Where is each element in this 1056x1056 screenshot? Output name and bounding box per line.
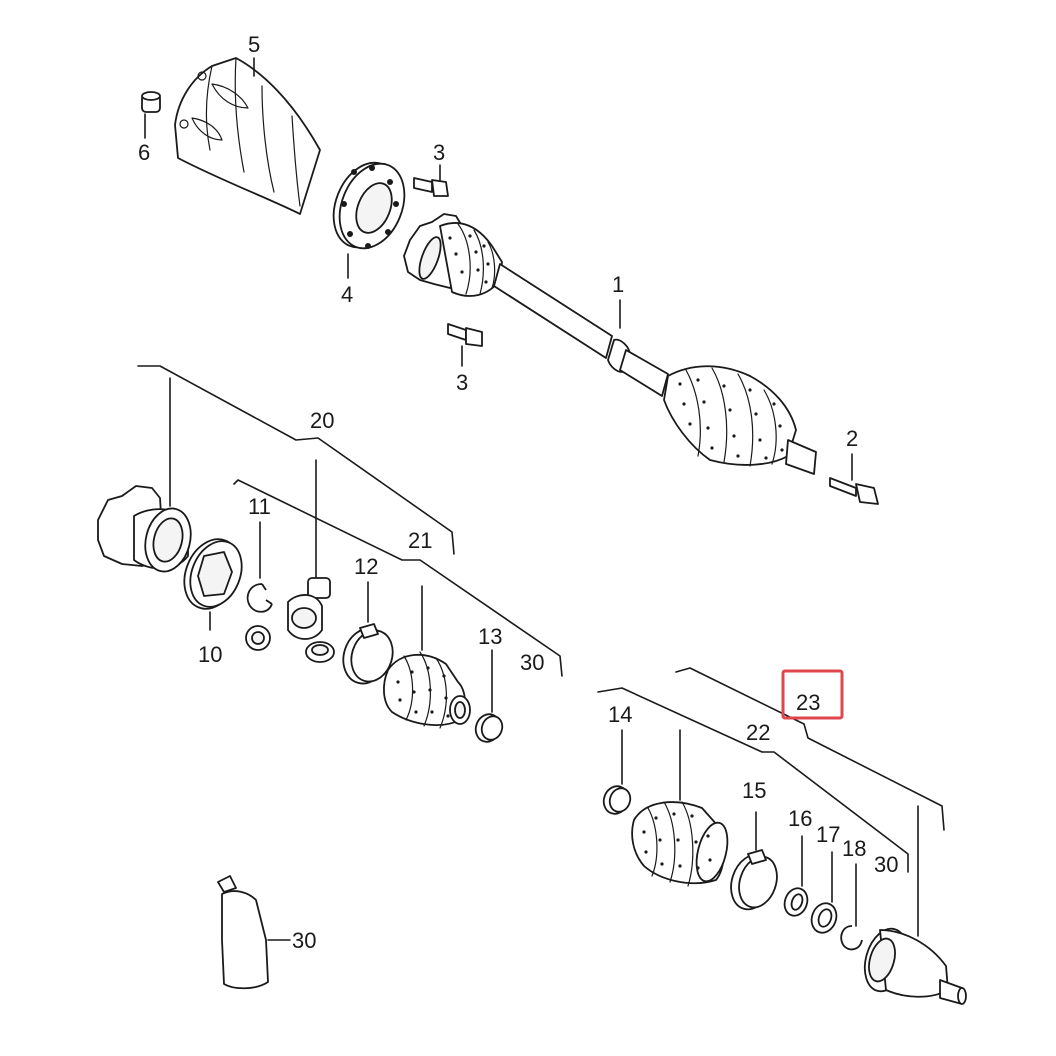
label-11: 11 <box>248 494 271 519</box>
label-6: 6 <box>138 140 150 165</box>
plug-part-6[interactable] <box>141 91 161 139</box>
hose-clamp-part-12[interactable] <box>336 623 399 690</box>
label-23: 23 <box>796 690 820 715</box>
label-14: 14 <box>608 702 632 727</box>
label-20: 20 <box>310 408 334 433</box>
label-2: 2 <box>846 426 858 451</box>
label-4: 4 <box>341 282 353 307</box>
outer-boot-part-22[interactable] <box>631 801 733 887</box>
label-30-grease: 30 <box>292 928 316 953</box>
cover-part-10[interactable] <box>174 531 251 631</box>
group-23-bracket <box>675 667 945 937</box>
label-3-upper: 3 <box>433 140 445 165</box>
callout-labels: 5 6 3 4 1 3 2 20 11 21 12 13 10 30 14 22… <box>138 32 898 953</box>
label-13: 13 <box>478 624 502 649</box>
group-22-bracket <box>597 687 909 927</box>
inner-boot-part-21[interactable] <box>383 651 471 729</box>
drive-shaft-part-1[interactable] <box>403 213 817 475</box>
spacer-ring-part-17[interactable] <box>808 900 841 936</box>
label-21: 21 <box>408 528 432 553</box>
label-3-lower: 3 <box>456 370 468 395</box>
label-15: 15 <box>742 778 766 803</box>
circlip-part-18[interactable] <box>840 925 863 951</box>
heat-shield-part-5[interactable] <box>174 57 321 215</box>
bolt-part-2[interactable] <box>829 453 879 505</box>
tripod-spider-assembly[interactable] <box>245 577 335 663</box>
bolt-part-3-upper[interactable] <box>413 164 449 197</box>
group-20-bracket <box>137 365 455 581</box>
boot-texture-dots <box>448 234 784 460</box>
small-clamp-part-13[interactable] <box>472 711 506 746</box>
label-22: 22 <box>746 720 770 745</box>
label-17: 17 <box>816 822 840 847</box>
flange-ring-part-4[interactable] <box>322 153 417 279</box>
grease-tube-part-30[interactable] <box>217 875 291 990</box>
washer-part-16[interactable] <box>781 885 811 919</box>
label-30-group-21: 30 <box>520 650 544 675</box>
highlight-box-23 <box>781 669 844 720</box>
small-clamp-part-14[interactable] <box>600 783 634 818</box>
label-10: 10 <box>198 642 222 667</box>
label-5: 5 <box>248 32 260 57</box>
outer-cv-joint-part-23[interactable] <box>858 924 967 1005</box>
label-30-group-22: 30 <box>874 852 898 877</box>
group-21-bracket <box>233 479 563 713</box>
bolt-part-3-lower[interactable] <box>447 323 483 367</box>
label-18: 18 <box>842 836 866 861</box>
label-1: 1 <box>612 272 624 297</box>
hose-clamp-part-15[interactable] <box>724 849 783 915</box>
joint-housing-part-20[interactable] <box>97 485 197 576</box>
inner-boot-dots <box>396 666 450 718</box>
outer-boot-dots <box>642 812 712 870</box>
circlip-part-11[interactable] <box>246 521 273 613</box>
label-12: 12 <box>354 554 378 579</box>
label-16: 16 <box>788 806 812 831</box>
